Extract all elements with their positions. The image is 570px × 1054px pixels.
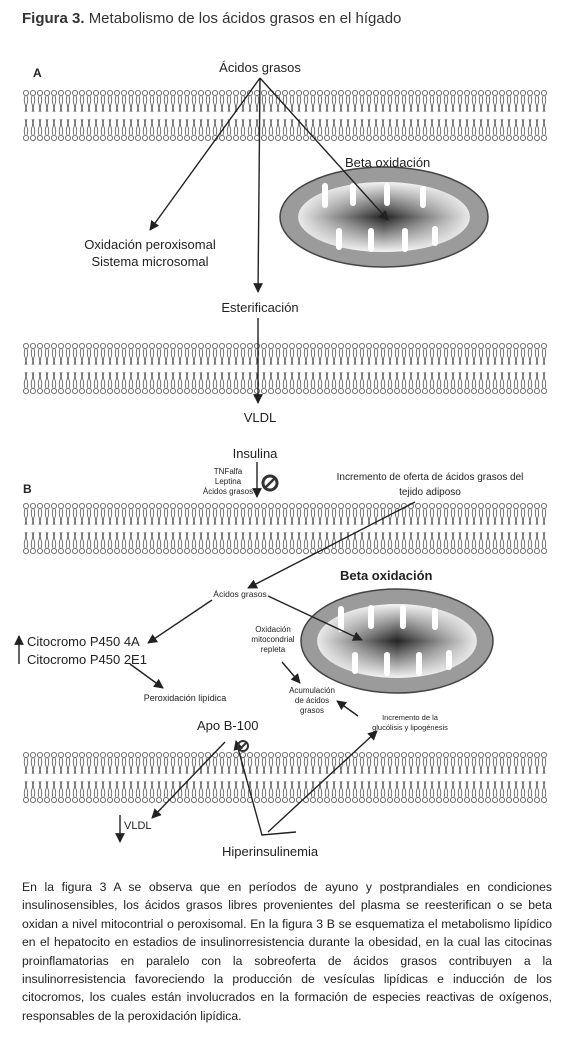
arrow-oferta-to-acidos [247, 501, 416, 589]
label-leptina: Leptina [214, 477, 242, 486]
panel-a-letter: A [33, 66, 42, 80]
label-esterificacion: Esterificación [221, 300, 299, 315]
label-incremento-oferta-1: Incremento de oferta de ácidos grasos de… [336, 472, 524, 483]
label-acidos-grasos-inhibitor: Ácidos grasos [202, 487, 254, 496]
label-hiperinsulinemia: Hiperinsulinemia [222, 844, 319, 859]
label-incremento-oferta: Incremento de oferta de ácidos grasos de… [300, 470, 560, 500]
arrow-hiperinsulinemia-to-apo [233, 740, 297, 836]
diagram-canvas [14, 77, 548, 843]
label-citocromo: Citocromo P450 4A Citocromo P450 2E1 [27, 633, 147, 669]
inhibit-apo-icon [237, 740, 249, 752]
label-incremento-glucolisis: Incremento de la glucólisis y lipogénesi… [355, 713, 465, 733]
label-oxidacion-mitocondrial: Oxidación mitocondrial repleta [238, 625, 308, 655]
figure-caption: En la figura 3 A se observa que en perío… [22, 880, 552, 1023]
label-oxidacion-mito-0: Oxidación [255, 625, 291, 634]
label-insulina: Insulina [232, 446, 278, 461]
arrow-acidos-to-citocromo [147, 599, 213, 644]
figure-title: Figura 3. Metabolismo de los ácidos gras… [22, 10, 401, 27]
label-apo-b100: Apo B-100 [197, 718, 259, 733]
label-acidos-grasos-a: Ácidos grasos [219, 60, 301, 75]
panel-b-letter: B [23, 482, 32, 496]
panel-a-arrows [149, 77, 389, 404]
label-glucolisis-0: Incremento de la [382, 713, 438, 722]
arrow-to-esterificacion [253, 77, 263, 293]
arrow-oxidacion-to-acumulacion [281, 661, 301, 684]
label-oxidacion-line2: Sistema microsomal [91, 254, 209, 269]
label-acidos-grasos-b: Ácidos grasos [213, 589, 267, 599]
label-acumulacion-1: de ácidos [294, 696, 330, 705]
arrow-citocromo-to-peroxidacion [129, 663, 164, 689]
membrane-a-bottom [22, 342, 548, 394]
membrane-b-top [22, 502, 548, 555]
label-acumulacion-2: grasos [299, 706, 324, 715]
figure-title-text: Metabolismo de los ácidos grasos en el h… [88, 10, 402, 27]
label-acumulacion-0: Acumulación [289, 686, 335, 695]
inhibit-insulina-icon [261, 474, 279, 492]
label-incremento-oferta-2: tejido adiposo [399, 487, 461, 498]
label-glucolisis-1: glucólisis y lipogénesis [372, 723, 448, 732]
label-beta-oxidacion-b: Beta oxidación [340, 568, 433, 583]
label-vldl-b: VLDL [124, 820, 152, 832]
membrane-a-top [22, 90, 548, 141]
label-beta-oxidacion-a: Beta oxidación [345, 155, 431, 170]
arrow-hiperinsulinemia-to-glucolisis [267, 730, 378, 833]
arrow-apo-to-vldl [151, 741, 226, 819]
label-citocromo-4a: Citocromo P450 4A [27, 634, 140, 649]
panel-b-arrows [14, 462, 416, 843]
label-peroxidacion: Peroxidación lipídica [143, 693, 227, 703]
figure-number: Figura 3. [22, 10, 85, 27]
label-citocromo-2e1: Citocromo P450 2E1 [27, 652, 147, 667]
label-inhibitors: TNFalfa Leptina Ácidos grasos [200, 467, 256, 497]
label-oxidacion-mito-1: mitocondrial [251, 635, 295, 644]
membranes [22, 90, 548, 804]
label-tnfalfa: TNFalfa [213, 467, 243, 476]
mitochondrion-a [279, 166, 489, 268]
label-acumulacion: Acumulación de ácidos grasos [280, 686, 344, 716]
arrow-to-oxidacion [149, 77, 261, 231]
arrow-glucolisis-to-acumulacion [336, 700, 359, 717]
label-oxidacion-peroxisomal: Oxidación peroxisomal Sistema microsomal [70, 236, 230, 270]
label-oxidacion-mito-2: repleta [260, 645, 286, 654]
membrane-b-bottom [22, 752, 548, 804]
arrow-to-beta-oxidacion [259, 77, 389, 221]
label-oxidacion-line1: Oxidación peroxisomal [84, 237, 216, 252]
mitochondrion-b [300, 588, 494, 694]
label-vldl-a: VLDL [243, 410, 277, 425]
arrow-acidos-to-beta [267, 595, 363, 641]
